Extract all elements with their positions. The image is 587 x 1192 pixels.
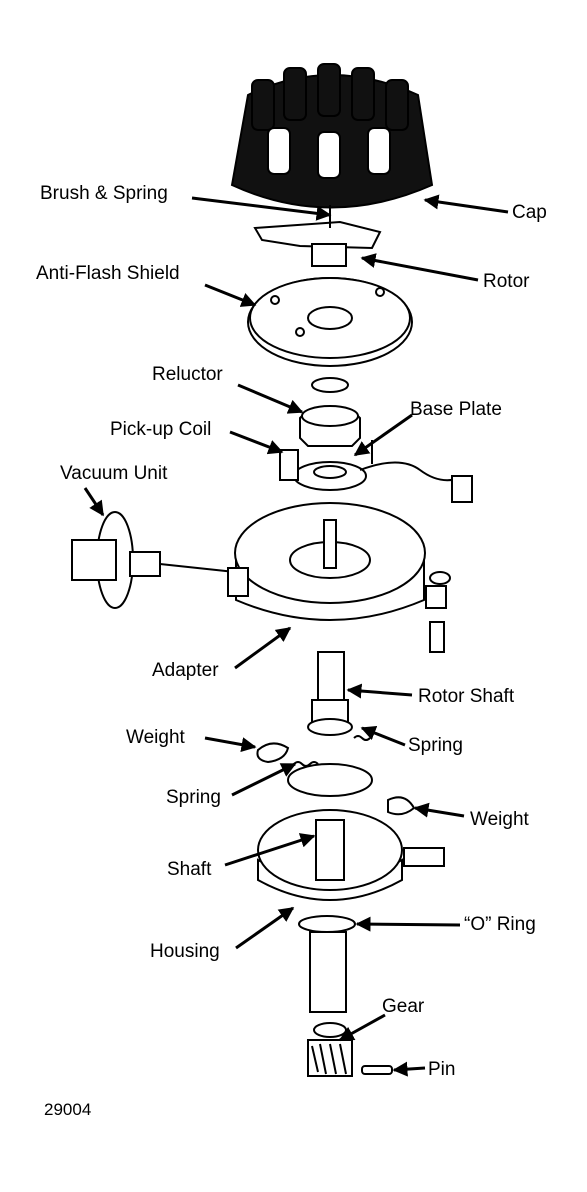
base-plate-part [279, 440, 473, 503]
vacuum-unit-part [71, 511, 236, 609]
rotor-shaft-part [307, 651, 353, 736]
label-pin: Pin [428, 1059, 456, 1080]
label-spring-right: Spring [408, 735, 463, 756]
label-brush-spring: Brush & Spring [40, 183, 168, 204]
gear-part [307, 1039, 393, 1077]
label-base-plate: Base Plate [410, 399, 502, 420]
label-weight-right: Weight [470, 809, 529, 830]
weights-springs-part [256, 735, 416, 816]
label-rotor-shaft: Rotor Shaft [418, 686, 515, 707]
label-housing: Housing [150, 941, 220, 962]
label-spring-left: Spring [166, 787, 221, 808]
label-vacuum-unit: Vacuum Unit [60, 463, 168, 484]
cap-part [230, 63, 434, 209]
anti-flash-shield-part [247, 277, 413, 367]
label-rotor: Rotor [483, 271, 530, 292]
leader-arrows [83, 194, 509, 1077]
label-weight-left: Weight [126, 727, 185, 748]
o-ring-part [298, 915, 356, 1038]
label-cap: Cap [512, 202, 547, 223]
housing-part [257, 809, 445, 901]
adapter-part [227, 502, 451, 653]
label-shaft: Shaft [167, 859, 212, 880]
reluctor-part [299, 377, 361, 447]
label-gear: Gear [382, 996, 425, 1017]
label-reluctor: Reluctor [152, 364, 223, 385]
label-o-ring: “O” Ring [464, 914, 536, 935]
label-anti-flash-shield: Anti-Flash Shield [36, 263, 180, 284]
label-pickup-coil: Pick-up Coil [110, 419, 212, 440]
label-adapter: Adapter [152, 660, 219, 681]
rotor-part [253, 205, 382, 267]
figure-number: 29004 [44, 1100, 92, 1119]
